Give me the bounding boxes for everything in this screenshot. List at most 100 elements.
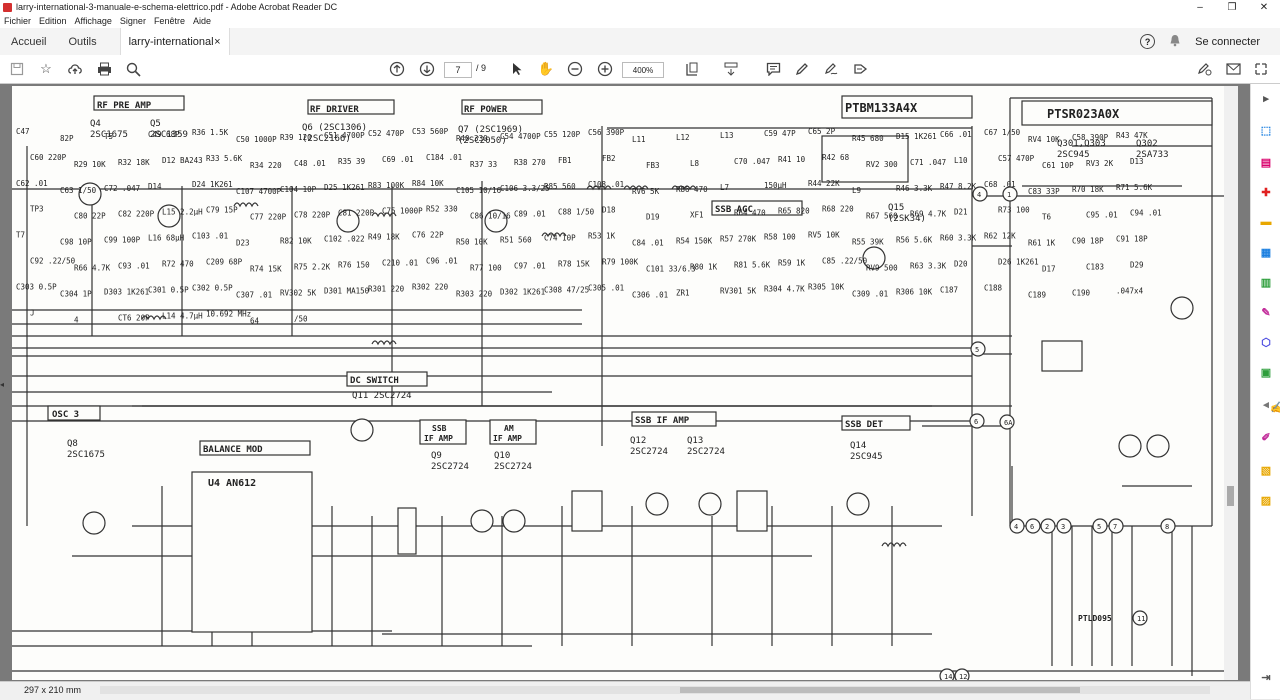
connection-node-label: 12 [959,673,967,680]
zoom-out-icon[interactable] [566,60,584,78]
comment-tool-icon[interactable]: ▬ [1260,216,1272,228]
component-label: 4 [74,315,79,324]
star-icon[interactable]: ☆ [40,61,52,76]
component-label: 64 [250,316,260,325]
zoom-level-select[interactable]: 400% [622,62,664,78]
next-page-icon[interactable] [418,60,436,78]
schematic-box [841,415,911,431]
component-label: C104 10P [280,185,317,194]
prev-page-icon[interactable] [388,60,406,78]
tab-document[interactable]: larry-international-... × [119,28,230,55]
component-label: R38 270 [514,158,546,167]
export-pdf-icon[interactable]: ⬚ [1260,124,1272,137]
pen-icon[interactable] [793,60,811,78]
tab-home[interactable]: Accueil [11,35,47,48]
zoom-in-icon[interactable] [596,60,614,78]
section-title-ssb-if-amp2: SSB IF AMP [635,416,690,426]
component-label: D13 [1130,157,1144,166]
print-icon[interactable] [95,60,113,78]
section-title-u4: U4 AN612 [208,478,256,489]
bell-icon[interactable] [1169,34,1181,50]
collapse-left-panel-icon[interactable]: ◂ [0,380,5,389]
combine-files-icon[interactable]: ▦ [1260,246,1272,259]
component-label: R302 220 [412,282,449,291]
hand-tool-icon[interactable]: ✋ [537,61,555,76]
tab-tools[interactable]: Outils [68,35,97,48]
component-label: C75 1000P [382,207,423,216]
transistor-symbol [350,418,374,442]
menu-fenetre[interactable]: Fenêtre [153,16,185,26]
panel-bottom-icon[interactable]: ⇥ [1261,671,1271,684]
close-button[interactable]: ✕ [1259,1,1269,13]
document-tab-close-icon[interactable]: × [214,35,221,48]
menu-signer[interactable]: Signer [119,16,146,26]
connection-node-label: 2 [1045,523,1049,531]
create-pdf-icon[interactable]: ▤ [1260,156,1272,169]
component-label: R61 1K [1028,239,1056,248]
more-tools-panel-icon[interactable]: ▧ [1260,464,1272,477]
component-label: R40 330 [456,134,488,143]
section-title-ssb-det: SSB DET [845,420,884,430]
save-icon[interactable] [8,60,26,78]
optimize-icon[interactable]: ▣ [1260,366,1272,379]
panel-collapse-icon[interactable]: ▸ [1263,92,1269,105]
component-label: R55 39K [852,238,884,247]
component-label: R304 4.7K [764,284,805,293]
component-label: R39 120 [280,133,312,142]
component-label: C303 0.5P [16,282,57,291]
component-label: C62 .01 [16,179,48,188]
horizontal-scrollbar[interactable] [100,686,1210,694]
vertical-scrollbar[interactable] [1224,86,1238,680]
transistor-part-label: 2SC2724 [687,447,725,457]
component-label: R49 18K [368,233,400,242]
send-sign-icon[interactable]: ✍ [1270,401,1280,414]
organize-pages-icon[interactable]: ▥ [1260,276,1272,289]
upload-icon[interactable] [66,60,84,78]
component-label: R36 1.5K [192,128,229,137]
minimize-button[interactable]: – [1197,1,1203,13]
scan-icon[interactable]: ▨ [1260,494,1272,507]
fill-sign-icon[interactable] [1195,60,1213,78]
expand-toolbar-icon[interactable] [1252,60,1270,78]
menu-edition[interactable]: Edition [39,16,67,26]
component-label: D15 1K261 [896,132,937,141]
fill-sign-tool-icon[interactable]: ✎ [1261,306,1271,319]
mail-icon[interactable] [1224,60,1242,78]
component-label: C92 .22/50 [30,257,76,266]
select-cursor-icon[interactable] [508,60,526,78]
signin-button[interactable]: Se connecter [1195,35,1260,48]
stamp-icon[interactable]: ✐ [1261,431,1271,444]
component-label: C65 2P [808,127,836,136]
menu-affichage[interactable]: Affichage [74,16,112,26]
component-label: T5 [104,132,113,141]
component-label: C84 .01 [632,239,664,248]
component-label: R83 100K [368,181,405,190]
menu-fichier[interactable]: Fichier [4,16,32,26]
component-label: C184 .01 [426,153,462,162]
edit-pdf-icon[interactable]: ✚ [1261,186,1271,199]
component-label: C81 220P [338,209,375,218]
protect-icon[interactable]: ⬡ [1261,336,1271,349]
connection-node [1108,518,1124,534]
component-label: R54 150K [676,237,713,246]
scroll-mode-icon[interactable] [722,60,740,78]
menu-aide[interactable]: Aide [192,16,211,26]
horizontal-scroll-thumb[interactable] [680,687,1080,693]
vertical-scroll-thumb[interactable] [1227,486,1234,506]
schematic-box [736,490,768,532]
help-icon[interactable]: ? [1140,34,1156,49]
connection-node [1132,610,1148,626]
maximize-button[interactable]: ❐ [1227,1,1237,13]
sign-icon[interactable] [822,60,840,78]
side-expand-icon[interactable]: ◂ [1263,398,1269,411]
comment-icon[interactable] [764,60,782,78]
zoom-search-icon[interactable] [124,60,142,78]
page-number-input[interactable]: 7 [444,62,472,78]
schematic-box [93,95,185,111]
component-label: R37 33 [470,160,497,169]
transistor-ref-label: Q14 [850,441,866,451]
more-tools-icon[interactable] [851,60,869,78]
connection-node-label: 6 [1030,523,1034,531]
page-fit-icon[interactable] [684,60,702,78]
component-label: D302 1K261 [500,287,545,296]
